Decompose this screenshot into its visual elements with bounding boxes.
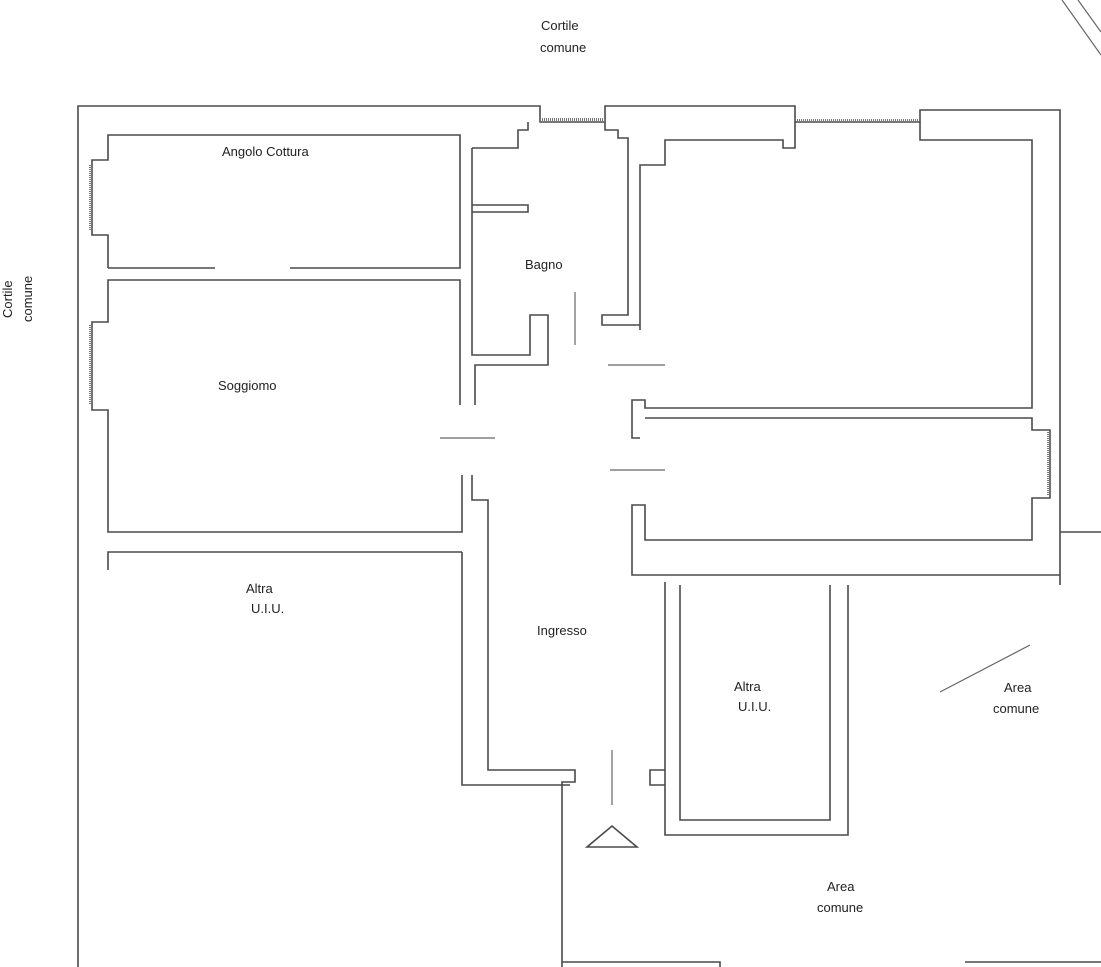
- label-kitchen: Angolo Cottura: [222, 144, 309, 159]
- label-common-area-right-2: comune: [993, 701, 1039, 716]
- label-left-courtyard: Cortile: [0, 280, 15, 318]
- label-living: Soggiomo: [218, 378, 277, 393]
- other-unit-walls: [649, 582, 849, 836]
- outer-wall: [77, 105, 1061, 967]
- kitchen-walls: [91, 134, 461, 269]
- label-other-unit-left-2: U.I.U.: [251, 601, 284, 616]
- room-labels: Cortile comune Cortile comune Angolo Cot…: [0, 18, 1039, 915]
- windows: [89, 118, 1051, 496]
- bathroom-walls: [471, 122, 640, 405]
- entrance-arrow-icon: [584, 824, 640, 848]
- walls: [77, 0, 1101, 967]
- label-left-courtyard-2: comune: [20, 276, 35, 322]
- label-other-unit-left: Altra: [246, 581, 274, 596]
- label-common-area-bottom-2: comune: [817, 900, 863, 915]
- bedroom-walls: [631, 122, 1060, 576]
- label-common-area-right: Area: [1004, 680, 1032, 695]
- bottom-walls: [562, 531, 1101, 967]
- living-walls: [91, 279, 463, 533]
- label-top-courtyard: Cortile: [541, 18, 579, 33]
- label-entrance: Ingresso: [537, 623, 587, 638]
- label-other-unit-right-2: U.I.U.: [738, 699, 771, 714]
- label-top-courtyard-2: comune: [540, 40, 586, 55]
- label-bathroom: Bagno: [525, 257, 563, 272]
- label-other-unit-right: Altra: [734, 679, 762, 694]
- corridor-walls: [107, 475, 576, 967]
- label-common-area-bottom: Area: [827, 879, 855, 894]
- door-lines: [440, 292, 665, 805]
- diagonal-lines: [939, 0, 1101, 693]
